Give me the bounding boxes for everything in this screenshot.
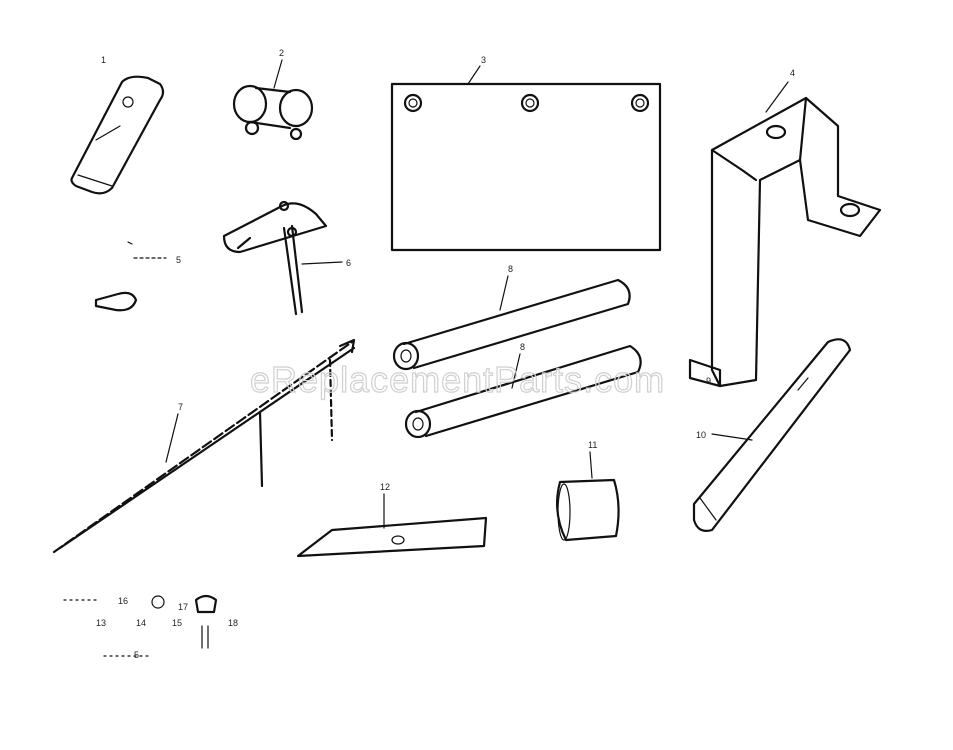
callout-12: 12 (380, 482, 390, 492)
part-2-knob (232, 84, 314, 141)
callout-6: 6 (346, 258, 351, 268)
callout-9: 9 (706, 376, 711, 386)
callout-4: 4 (790, 68, 795, 78)
callout-17: 17 (178, 602, 188, 612)
part-6-t-handle (222, 200, 328, 316)
leader-8a (499, 275, 509, 311)
callout-2: 2 (279, 48, 284, 58)
callout-14: 14 (136, 618, 146, 628)
callout-5b: 5 (134, 650, 139, 660)
leader-6 (301, 261, 343, 265)
callout-13: 13 (96, 618, 106, 628)
callout-18: 18 (228, 618, 238, 628)
callout-8b: 8 (520, 342, 525, 352)
leader-10 (711, 433, 753, 441)
leader-2 (273, 59, 283, 89)
leader-3 (467, 65, 481, 85)
callout-3: 3 (481, 55, 486, 65)
watermark-text: eReplacementParts.com (250, 359, 665, 400)
callout-16: 16 (118, 596, 128, 606)
part-8-tube-lower (404, 344, 642, 439)
callout-7: 7 (178, 402, 183, 412)
callout-1: 1 (101, 55, 106, 65)
part-11-bushing (555, 478, 620, 542)
part-3-plate (390, 82, 662, 252)
leader-4 (765, 81, 789, 113)
part-5-pin (94, 241, 167, 312)
part-8-tube-upper (392, 278, 631, 371)
callout-8a: 8 (508, 264, 513, 274)
part-4-bracket (688, 96, 882, 388)
part-7-rod (52, 338, 356, 554)
part-1-latch (70, 75, 165, 195)
callout-5a: 5 (176, 255, 181, 265)
callout-10: 10 (696, 430, 706, 440)
leader-8b (511, 353, 521, 389)
leader-11 (589, 451, 593, 479)
part-10-bar (692, 338, 852, 532)
leader-7 (165, 413, 179, 463)
callout-11: 11 (588, 440, 597, 450)
hardware-cluster (63, 594, 218, 657)
callout-15: 15 (172, 618, 182, 628)
part-12-blade (296, 516, 488, 558)
